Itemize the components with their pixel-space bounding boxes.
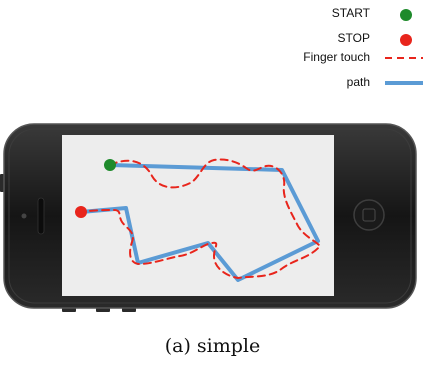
phone-home-button — [353, 199, 385, 231]
phone-illustration — [0, 123, 417, 312]
path-line — [79, 163, 320, 282]
legend-path-label: path — [346, 75, 370, 89]
phone-side-button — [122, 308, 136, 312]
legend-stop-label: STOP — [337, 31, 370, 45]
legend-stop-marker — [400, 34, 412, 46]
phone-side-button — [62, 308, 76, 312]
figure-caption: (a) simple — [164, 335, 261, 357]
legend-start-label: START — [331, 6, 370, 20]
phone-side-button — [0, 174, 4, 192]
phone-side-button — [96, 308, 110, 312]
legend-finger-touch-label: Finger touch — [303, 50, 370, 64]
finger-touch-trace — [80, 158, 322, 280]
start-marker — [104, 159, 116, 171]
phone-home-button-square — [362, 208, 376, 222]
legend-finger-touch-line — [385, 57, 423, 59]
phone-camera — [21, 213, 27, 219]
legend-path-line — [385, 81, 423, 85]
phone-speaker — [37, 197, 45, 235]
stop-marker — [75, 206, 87, 218]
legend: START STOP Finger touch path — [0, 0, 425, 100]
legend-start-marker — [400, 9, 412, 21]
phone-inner-bezel — [8, 128, 412, 304]
